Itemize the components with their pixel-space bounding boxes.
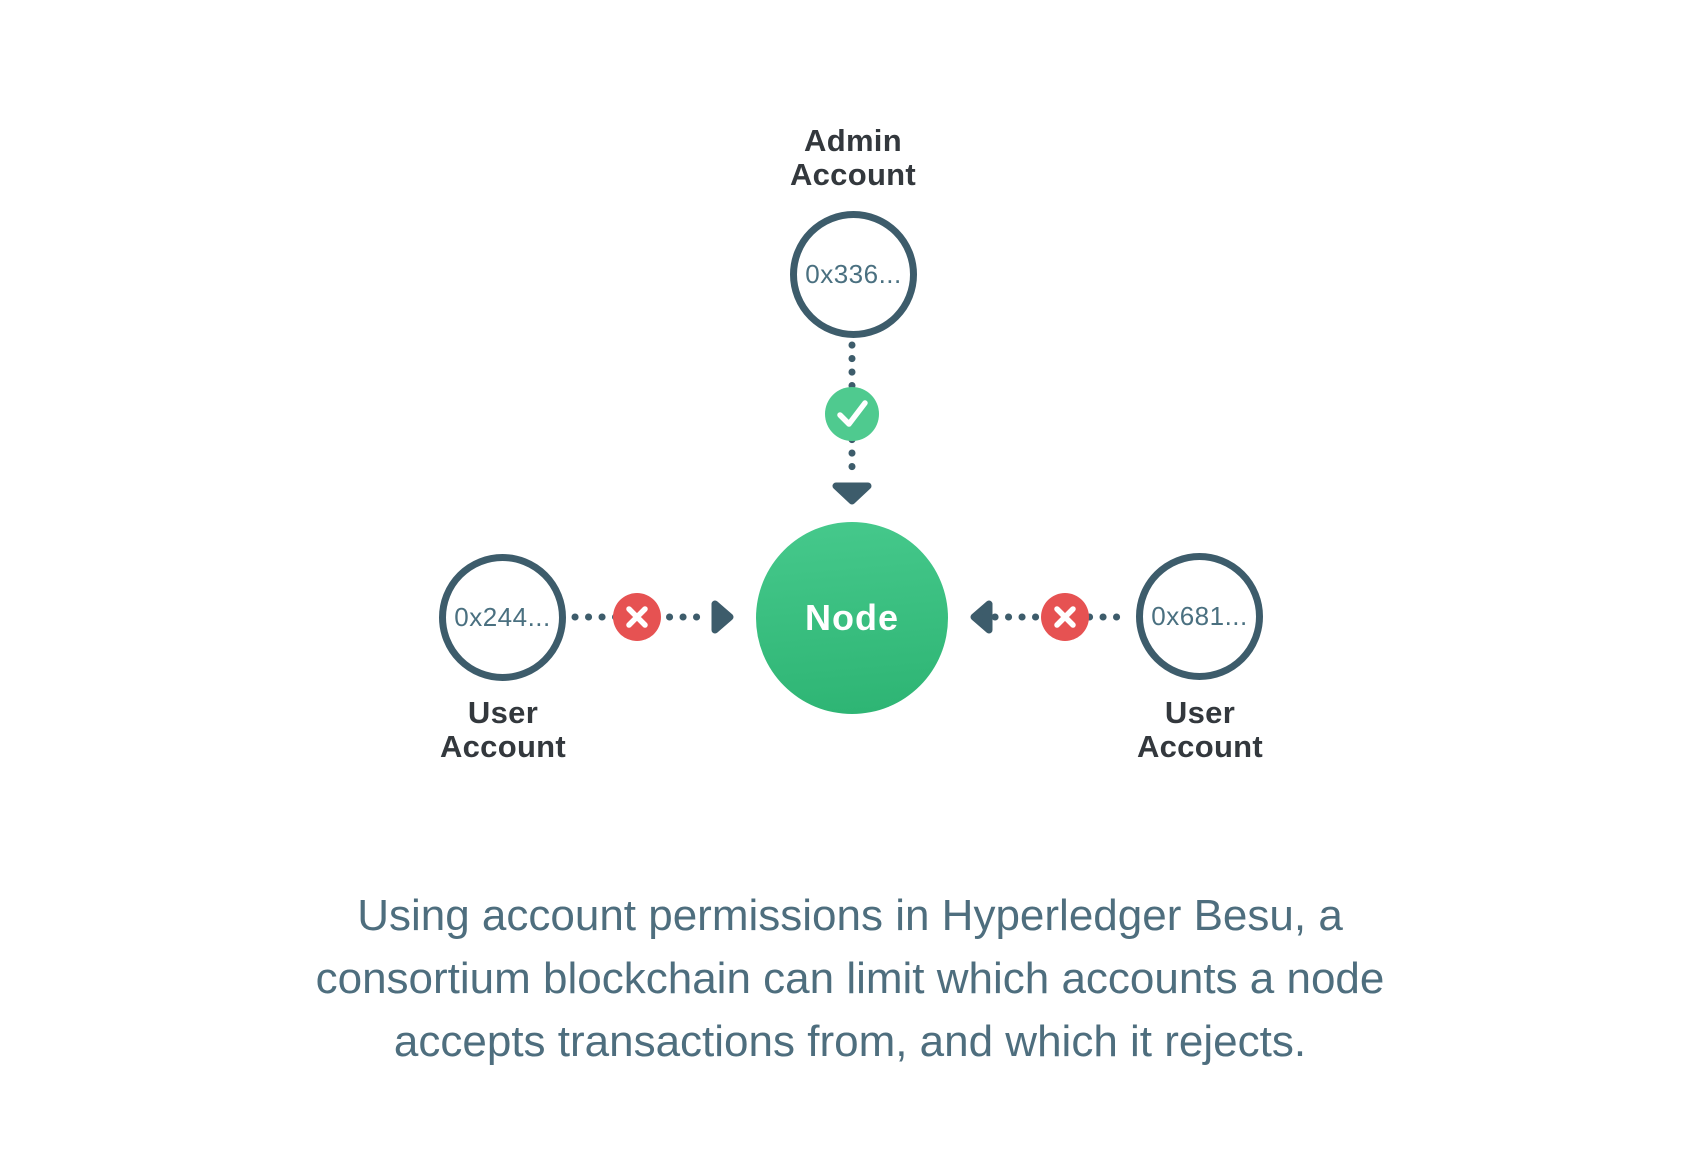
left-user-account-circle: 0x244... <box>439 554 566 681</box>
admin-account-label-line2: Account <box>789 157 917 192</box>
right-user-account-circle: 0x681... <box>1136 553 1263 680</box>
left-user-account-label-line2: Account <box>439 729 567 764</box>
left-user-account-address: 0x244... <box>454 602 551 632</box>
cross-icon-mark <box>626 606 648 628</box>
cross-icon <box>1041 593 1089 641</box>
right-user-account-label-line1: User <box>1164 695 1236 730</box>
admin-account-circle: 0x336... <box>790 211 917 338</box>
caption-line: Using account permissions in Hyperledger… <box>357 891 1343 940</box>
left-user-account-label: User Account <box>440 696 566 764</box>
admin-account-label-line1: Admin <box>804 123 902 158</box>
check-icon-mark <box>837 400 868 427</box>
node-label: Node <box>805 597 899 638</box>
right-user-account-label: User Account <box>1137 696 1263 764</box>
caption-line: accepts transactions from, and which it … <box>393 1017 1307 1066</box>
caption-line: consortium blockchain can limit which ac… <box>315 954 1385 1003</box>
left-arrowhead-icon <box>970 600 993 634</box>
right-user-account-address: 0x681... <box>1151 601 1248 631</box>
check-icon-circle <box>825 387 879 441</box>
node-circle: Node <box>756 522 948 714</box>
right-user-account-label-line2: Account <box>1136 729 1264 764</box>
admin-account-label: Admin Account <box>790 124 916 192</box>
cross-icon-mark <box>1054 606 1076 628</box>
check-icon <box>825 387 879 441</box>
left-user-account-label-line1: User <box>467 695 539 730</box>
cross-icon <box>613 593 661 641</box>
caption: Using account permissions in Hyperledger… <box>0 884 1700 1073</box>
down-arrowhead-icon <box>832 482 872 505</box>
admin-account-address: 0x336... <box>805 259 902 289</box>
right-arrowhead-icon <box>711 600 734 634</box>
